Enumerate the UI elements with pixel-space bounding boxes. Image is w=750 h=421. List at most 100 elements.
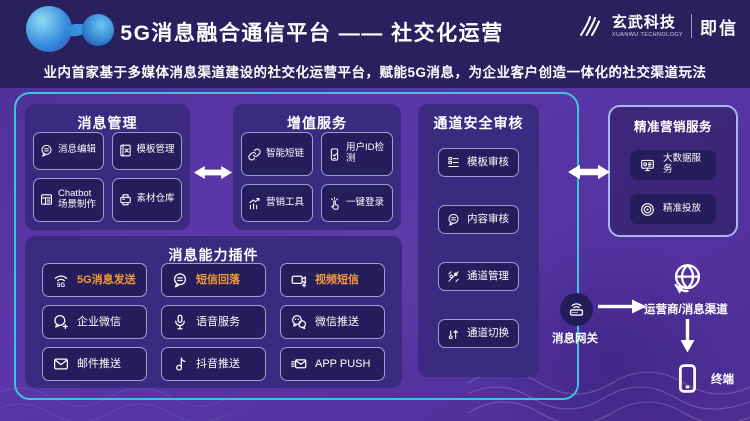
operator-channel-node: [669, 260, 706, 297]
brand-name: 玄武科技: [611, 13, 676, 31]
video-plus-icon: [290, 271, 308, 289]
panel-precision-marketing: 精准营销服务 大数据服务精准投放: [608, 105, 738, 237]
operator-channel-label: 运营商/消息渠道: [644, 304, 728, 316]
double-arrow-icon: [568, 164, 610, 180]
voice-service-label: 语音服务: [196, 315, 240, 328]
5g-message-send-label: 5G消息发送: [77, 273, 136, 286]
channel-switch-label: 通道切换: [467, 327, 509, 340]
mail-icon: [52, 355, 70, 373]
item-bigdata-service: 大数据服务: [630, 150, 716, 180]
chat-lines-icon: [446, 212, 461, 227]
page-title: 5G消息融合通信平台 —— 社交化运营: [120, 22, 504, 45]
capability-plugin-items: 5G消息发送 短信回落 视频短信企业微信 语音服务 微信推送邮件推送 抖音推送 APP PU…: [42, 263, 385, 381]
item-content-audit: 内容审核: [438, 205, 519, 234]
panel-value-added: 增值服务 智能短链用户ID检测营销工具一键登录: [233, 104, 401, 230]
app-push-label: APP PUSH: [315, 357, 371, 370]
item-marketing-tools: 营销工具: [241, 184, 313, 222]
message-management-items: 消息编辑 模板管理 Chatbot 场景制作 素材仓库: [33, 132, 182, 222]
item-precise-delivery: 精准投放: [630, 194, 716, 224]
brand-area: 玄武科技 XUANWU TECHNOLOGY 即信: [578, 13, 738, 39]
content-audit-label: 内容审核: [467, 213, 509, 226]
chat-plus-icon: [52, 313, 70, 331]
route-icon: [446, 269, 461, 284]
item-chatbot-scene: Chatbot 场景制作: [33, 177, 104, 222]
value-added-items: 智能短链 用户ID检测营销工具 一键登录: [241, 132, 393, 222]
platform-boundary-frame: [14, 92, 579, 400]
user-id-check-label: 用户ID检测: [346, 142, 385, 165]
right-arrow-icon: [598, 299, 647, 314]
target-icon: [639, 201, 656, 218]
item-5g-message-send: 5G消息发送: [42, 263, 147, 297]
platform-logo: [26, 5, 120, 53]
template-audit-label: 模板审核: [467, 156, 509, 169]
down-arrow-icon: [680, 319, 695, 353]
item-sms-fallback: 短信回落: [161, 263, 266, 297]
mic-icon: [171, 313, 189, 331]
panel-title: 精准营销服务: [633, 120, 712, 134]
printer-icon: [118, 192, 133, 207]
brand-tagline: XUANWU TECHNOLOGY: [611, 31, 683, 38]
doc-tool-icon: [118, 143, 133, 158]
template-manage-label: 模板管理: [136, 144, 175, 156]
panel-title: 通道安全审核: [433, 115, 524, 131]
gateway-label: 消息网关: [552, 333, 598, 345]
video-sms-label: 视频短信: [315, 273, 359, 286]
brand-divider: [691, 14, 692, 38]
item-channel-manage: 通道管理: [438, 262, 519, 291]
subtitle: 业内首家基于多媒体消息渠道建设的社交化运营平台，赋能5G消息，为企业客户创造一体…: [43, 65, 707, 80]
brand-text: 玄武科技 XUANWU TECHNOLOGY: [612, 15, 683, 38]
chat-lines-icon: [171, 271, 189, 289]
layout-icon: [39, 192, 54, 207]
message-gateway-node: [560, 293, 593, 326]
swap-up-icon: [446, 326, 461, 341]
chat-lines-icon: [39, 143, 54, 158]
terminal-node: [671, 355, 704, 402]
wechat-push-label: 微信推送: [315, 315, 359, 328]
header: 5G消息融合通信平台 —— 社交化运营 玄武科技 XUANWU TECHNOLO…: [0, 0, 750, 88]
form-list-icon: [446, 155, 461, 170]
mail-send-icon: [290, 355, 308, 373]
one-click-login-label: 一键登录: [346, 196, 385, 208]
chart-up-icon: [247, 196, 262, 211]
item-wechat-push: 微信推送: [280, 305, 385, 339]
item-douyin-push: 抖音推送: [161, 347, 266, 381]
item-wecom: 企业微信: [42, 305, 147, 339]
monitor-data-icon: [639, 157, 656, 174]
hand-click-icon: [327, 196, 342, 211]
item-email-push: 邮件推送: [42, 347, 147, 381]
item-video-sms: 视频短信: [280, 263, 385, 297]
channel-manage-label: 通道管理: [467, 270, 509, 283]
double-arrow-icon: [193, 165, 233, 180]
brand-product: 即信: [700, 18, 738, 38]
precise-delivery-label: 精准投放: [663, 202, 702, 214]
item-channel-switch: 通道切换: [438, 319, 519, 348]
channel-audit-items: 模板审核内容审核通道管理通道切换: [418, 148, 539, 348]
link-icon: [247, 147, 262, 162]
wifi-5g-icon: [52, 271, 70, 289]
item-message-edit: 消息编辑: [33, 132, 104, 170]
sms-fallback-label: 短信回落: [196, 273, 240, 286]
material-library-label: 素材仓库: [136, 193, 175, 205]
router-icon: [567, 300, 586, 319]
panel-channel-audit: 通道安全审核 模板审核内容审核通道管理通道切换: [418, 104, 539, 377]
phone-check-icon: [327, 147, 342, 162]
xuanwu-slashes-icon: [579, 16, 600, 36]
smart-shortlink-label: 智能短链: [266, 147, 305, 159]
wecom-label: 企业微信: [77, 315, 121, 328]
email-push-label: 邮件推送: [77, 357, 121, 370]
item-material-library: 素材仓库: [111, 177, 182, 222]
item-user-id-check: 用户ID检测: [321, 132, 393, 177]
item-voice-service: 语音服务: [161, 305, 266, 339]
bigdata-service-label: 大数据服务: [663, 153, 702, 175]
panel-title: 消息能力插件: [168, 247, 259, 263]
item-template-audit: 模板审核: [438, 148, 519, 177]
music-note-icon: [171, 355, 189, 373]
marketing-tools-label: 营销工具: [266, 196, 305, 208]
item-smart-shortlink: 智能短链: [241, 132, 313, 177]
message-edit-label: 消息编辑: [58, 144, 97, 156]
globe-icon: [669, 260, 706, 297]
item-template-manage: 模板管理: [111, 132, 182, 170]
item-one-click-login: 一键登录: [321, 184, 393, 222]
